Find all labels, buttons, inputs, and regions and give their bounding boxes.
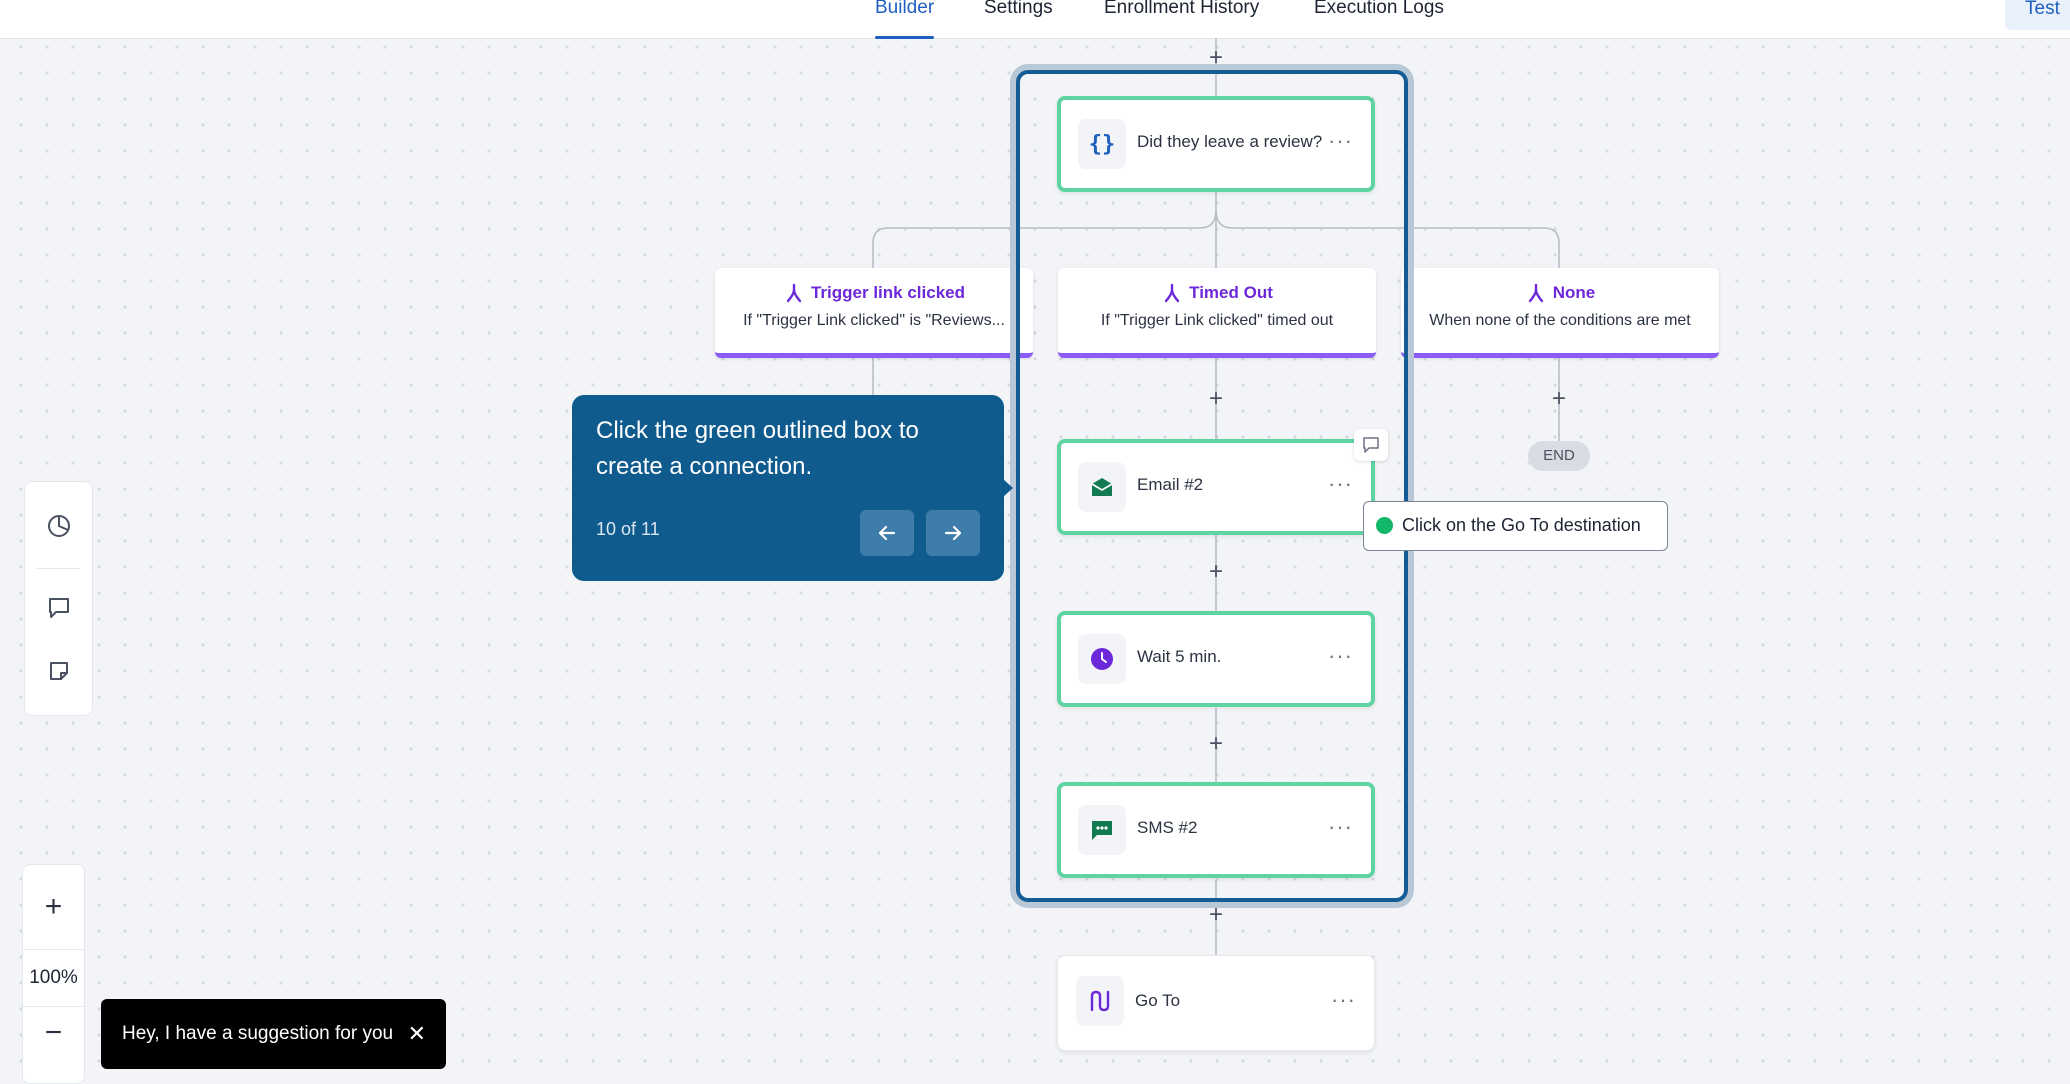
toast-message: Hey, I have a suggestion for you xyxy=(122,1023,394,1044)
add-step-button[interactable]: + xyxy=(1551,385,1566,412)
add-step-button[interactable]: + xyxy=(1208,385,1223,412)
clock-icon xyxy=(1078,634,1126,684)
hint-text: Click on the Go To destination xyxy=(1402,515,1641,535)
code-braces-icon: {} xyxy=(1078,119,1126,169)
goto-node[interactable]: Go To ··· xyxy=(1057,955,1375,1051)
branch-none[interactable]: None When none of the conditions are met xyxy=(1401,268,1719,358)
add-comment-button[interactable] xyxy=(1354,429,1388,461)
more-options-icon[interactable]: ··· xyxy=(1331,987,1356,1012)
zoom-out-button[interactable]: − xyxy=(44,1016,63,1049)
zoom-controls: + 100% − xyxy=(22,864,85,1084)
branch-description: If "Trigger Link clicked" is "Reviews... xyxy=(743,312,1005,329)
branch-title: Trigger link clicked xyxy=(810,283,965,302)
branch-title-row: Trigger link clicked xyxy=(715,282,1033,304)
add-step-button[interactable]: + xyxy=(1208,901,1223,928)
test-button[interactable]: Test xyxy=(2005,0,2070,30)
node-label: Wait 5 min. xyxy=(1137,647,1222,666)
analytics-button[interactable] xyxy=(45,512,73,540)
guide-previous-button[interactable] xyxy=(860,510,914,556)
branch-timed-out[interactable]: Timed Out If "Trigger Link clicked" time… xyxy=(1058,268,1376,358)
node-label: SMS #2 xyxy=(1137,818,1198,837)
condition-node[interactable]: {} Did they leave a review? ··· xyxy=(1057,96,1375,192)
branch-split-icon xyxy=(786,283,802,303)
node-label: Did they leave a review? xyxy=(1137,132,1323,151)
zoom-level: 100% xyxy=(23,949,84,1007)
branch-title: Timed Out xyxy=(1189,283,1273,302)
zoom-in-button[interactable]: + xyxy=(44,890,63,923)
branch-title-row: None xyxy=(1401,282,1719,304)
more-options-icon[interactable]: ··· xyxy=(1328,814,1353,839)
envelope-icon xyxy=(1078,462,1126,512)
branch-split-icon xyxy=(1164,283,1180,303)
more-options-icon[interactable]: ··· xyxy=(1328,471,1353,496)
sticky-note-icon xyxy=(50,662,68,680)
guide-highlight-region xyxy=(1016,70,1408,902)
tab-builder[interactable]: Builder xyxy=(875,0,935,39)
chat-bubble-icon xyxy=(1078,805,1126,855)
tab-execution-logs[interactable]: Execution Logs xyxy=(1314,0,1444,18)
suggestion-toast[interactable]: Hey, I have a suggestion for you ✕ xyxy=(101,999,446,1069)
guide-progress: 10 of 11 xyxy=(596,519,660,539)
arrow-right-icon xyxy=(944,525,962,541)
status-dot xyxy=(1376,517,1393,534)
add-step-button[interactable]: + xyxy=(1208,730,1223,757)
more-options-icon[interactable]: ··· xyxy=(1328,643,1353,668)
add-step-button[interactable]: + xyxy=(1208,558,1223,585)
branch-title: None xyxy=(1552,283,1596,302)
canvas-side-toolbar xyxy=(24,481,93,716)
branch-split-icon xyxy=(1528,283,1543,303)
comments-button[interactable] xyxy=(45,594,73,622)
end-marker: END xyxy=(1528,441,1590,471)
route-icon xyxy=(1076,976,1124,1026)
goto-destination-hint[interactable]: Click on the Go To destination xyxy=(1363,501,1668,551)
branch-description: When none of the conditions are met xyxy=(1429,312,1691,329)
branch-trigger-link-clicked[interactable]: Trigger link clicked If "Trigger Link cl… xyxy=(715,268,1033,358)
comment-icon xyxy=(49,598,69,618)
toolbar-divider xyxy=(37,568,80,569)
guide-tooltip: Click the green outlined box to create a… xyxy=(572,395,1013,581)
node-label: Email #2 xyxy=(1137,475,1204,494)
close-icon[interactable]: ✕ xyxy=(407,1021,426,1046)
branch-title-row: Timed Out xyxy=(1058,282,1376,304)
sms-node[interactable]: SMS #2 ··· xyxy=(1057,782,1375,878)
tab-enrollment-history[interactable]: Enrollment History xyxy=(1104,0,1260,18)
guide-message: Click the green outlined box to create a… xyxy=(596,417,919,480)
wait-node[interactable]: Wait 5 min. ··· xyxy=(1057,611,1375,707)
arrow-left-icon xyxy=(878,525,896,541)
node-label: Go To xyxy=(1135,991,1181,1010)
top-tab-bar: Builder Settings Enrollment History Exec… xyxy=(0,0,2070,39)
guide-next-button[interactable] xyxy=(926,510,980,556)
comment-icon xyxy=(1363,437,1379,453)
pie-chart-icon xyxy=(48,515,70,537)
add-step-button[interactable]: + xyxy=(1208,44,1223,71)
more-options-icon[interactable]: ··· xyxy=(1328,128,1353,153)
tab-settings[interactable]: Settings xyxy=(984,0,1053,18)
email-node[interactable]: Email #2 ··· xyxy=(1057,439,1375,535)
sticky-note-button[interactable] xyxy=(45,657,73,685)
